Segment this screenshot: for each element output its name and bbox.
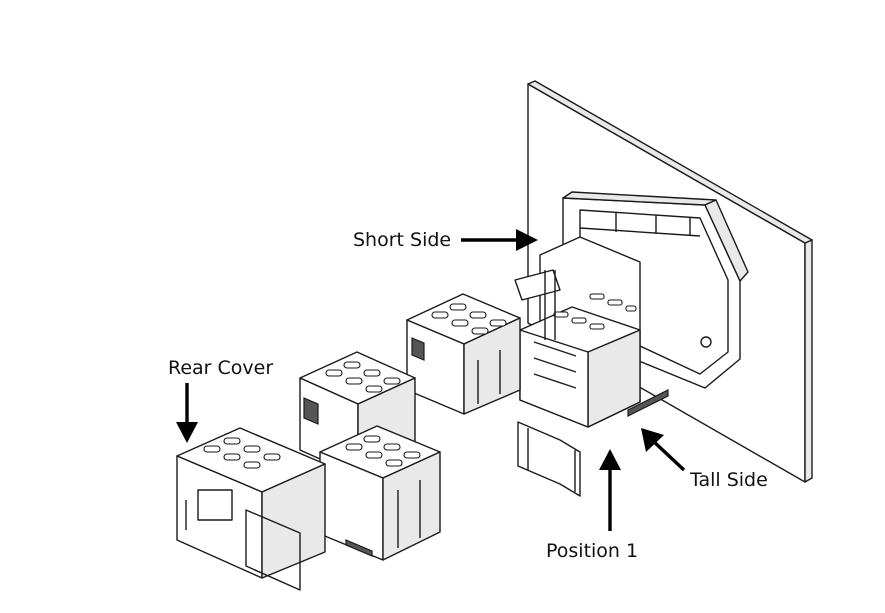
module-slots bbox=[553, 293, 637, 330]
rear-cover bbox=[176, 427, 326, 591]
module-upper-middle bbox=[406, 293, 521, 415]
module-slots bbox=[431, 303, 507, 335]
tall-side-label: Tall Side bbox=[690, 469, 768, 491]
position-1-label: Position 1 bbox=[546, 540, 639, 562]
module-slots bbox=[325, 361, 401, 393]
module-position-1 bbox=[514, 236, 641, 497]
module-left-middle bbox=[299, 351, 416, 477]
tall-side-arrow bbox=[641, 428, 686, 472]
module-lower-middle bbox=[319, 425, 441, 561]
short-side-arrow bbox=[461, 229, 538, 251]
module-slots bbox=[345, 435, 421, 467]
rear-cover-arrow bbox=[176, 383, 198, 443]
module-slots bbox=[203, 437, 281, 469]
position-1-arrow bbox=[599, 449, 621, 531]
short-side-label: Short Side bbox=[353, 229, 452, 251]
rear-cover-label: Rear Cover bbox=[168, 357, 274, 379]
